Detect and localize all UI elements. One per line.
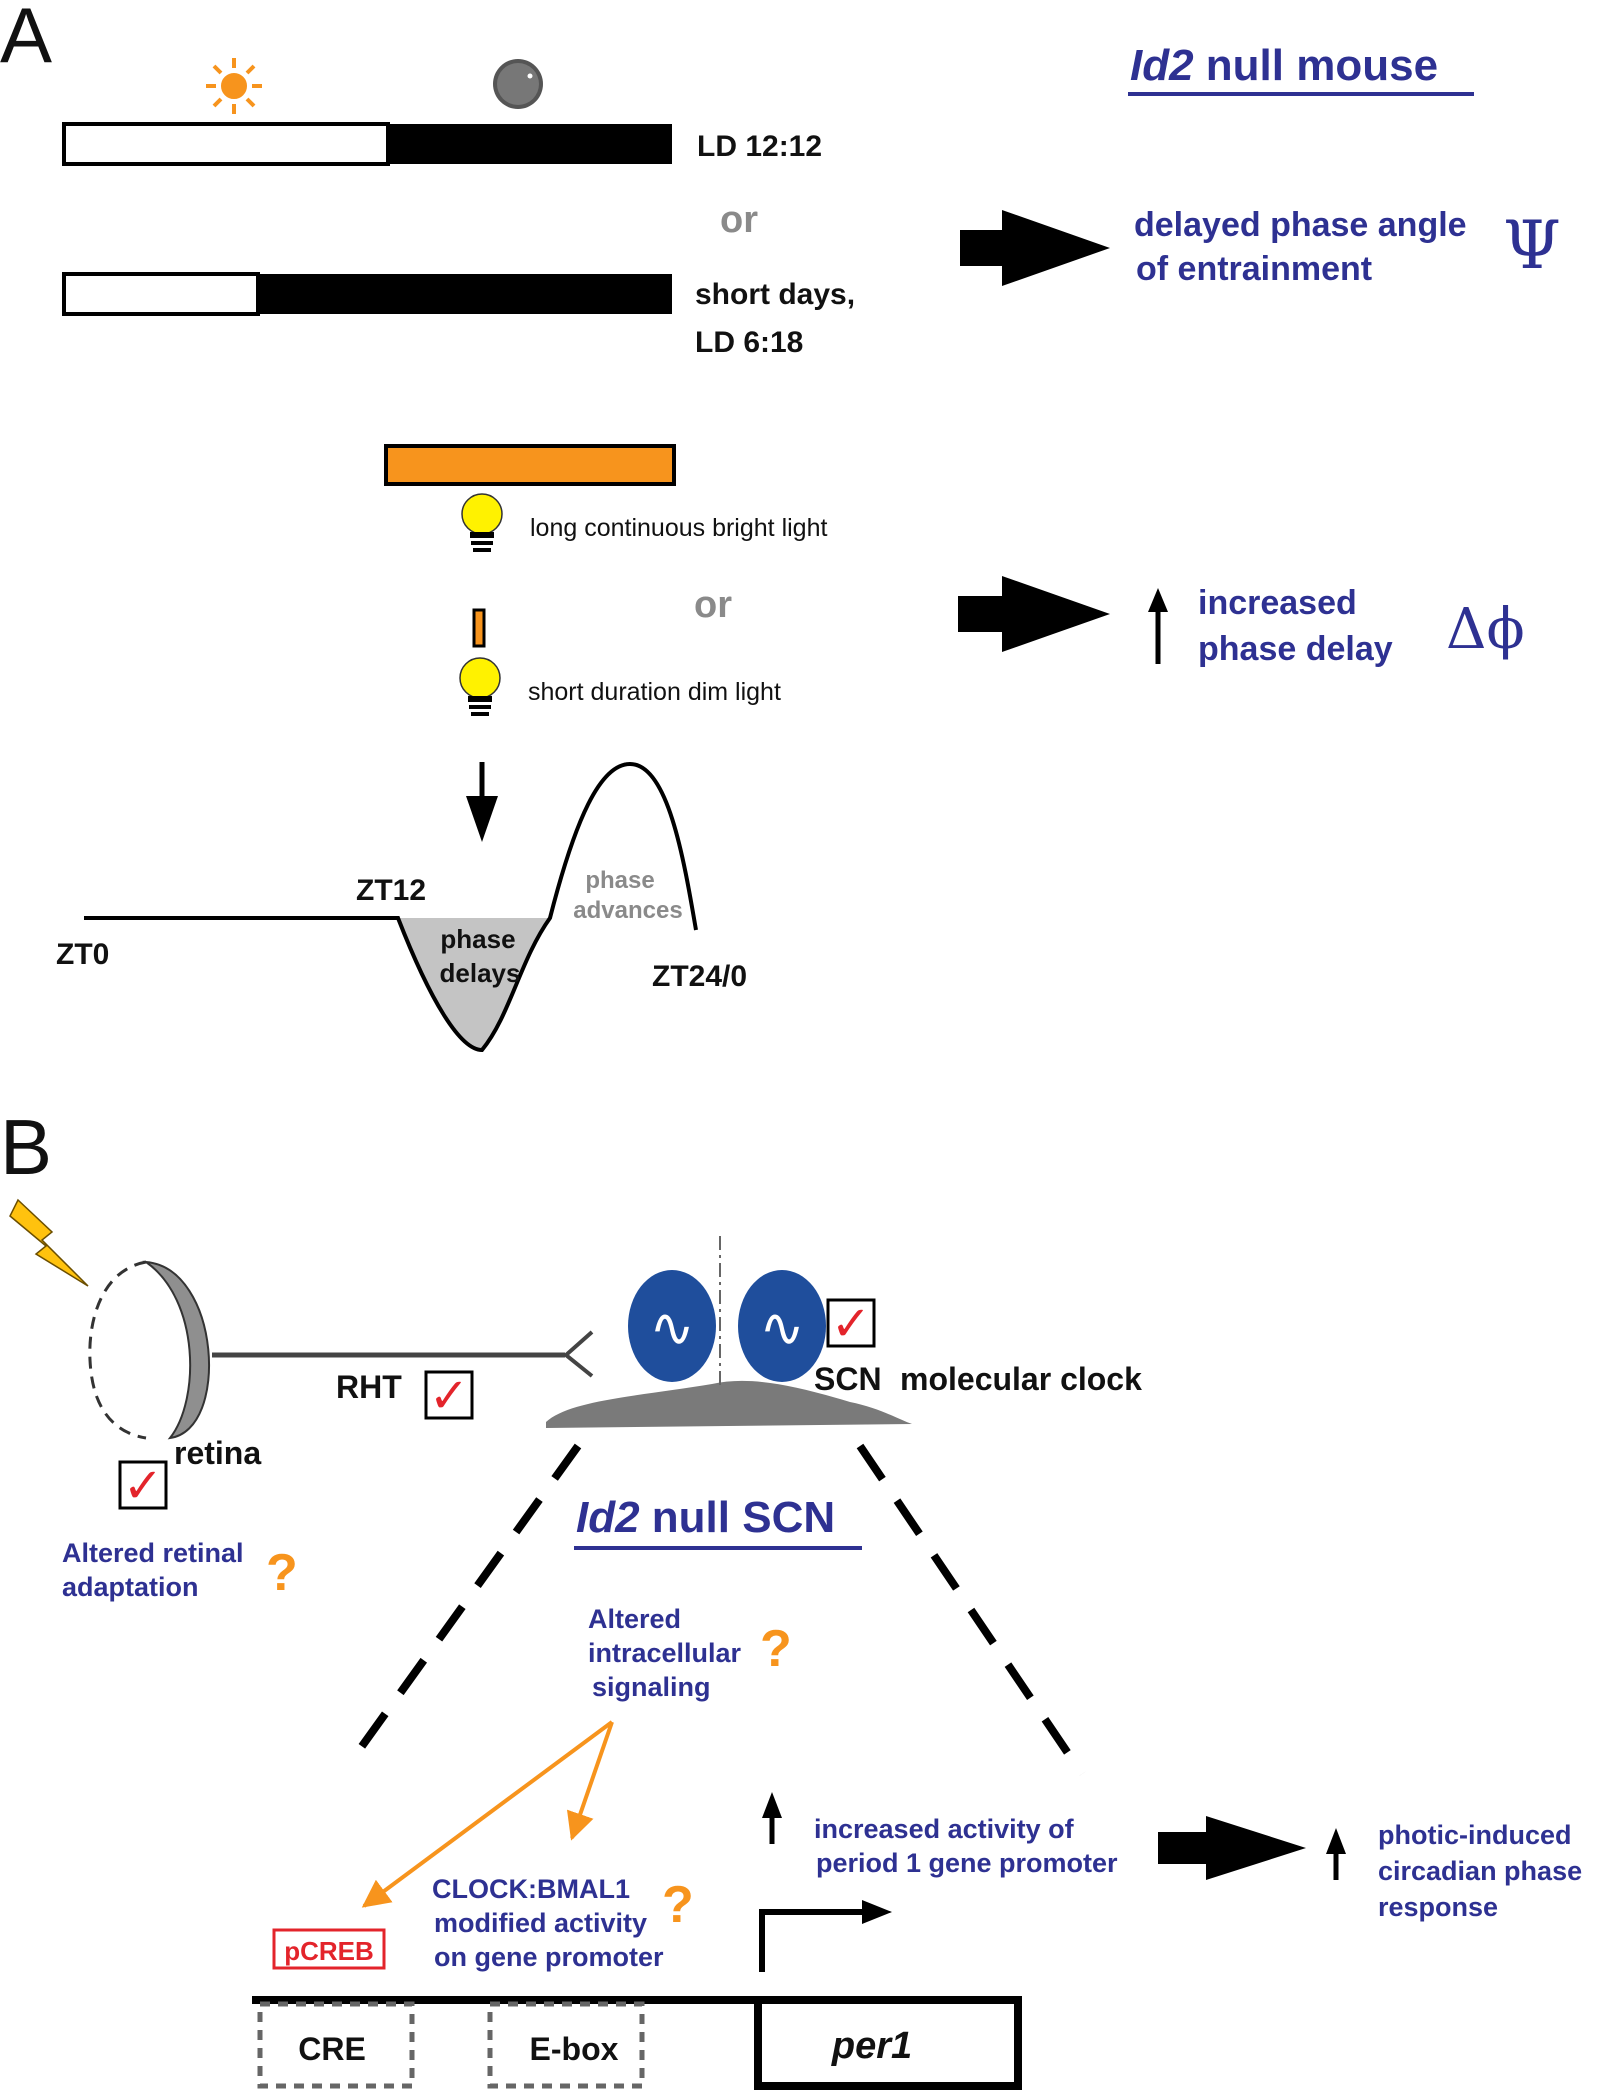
- cre-label: CRE: [298, 2031, 366, 2067]
- outcome-1-line1: delayed phase angle: [1134, 206, 1467, 244]
- clock-line2: modified activity: [434, 1908, 647, 1938]
- short-days-bar: [62, 272, 672, 316]
- or-label-1: or: [720, 199, 758, 241]
- retina-check-icon: ✓: [118, 1458, 168, 1514]
- subtitle-rest: null SCN: [640, 1493, 836, 1542]
- long-light-bar: [384, 444, 676, 486]
- rht-check-icon: ✓: [424, 1368, 474, 1424]
- delta-phi-symbol: Δϕ: [1446, 597, 1525, 662]
- arrow-to-outcome-1: [960, 210, 1110, 286]
- panel-a-letter: A: [0, 0, 52, 79]
- retinal-line2: adaptation: [62, 1572, 199, 1602]
- transcription-start-arrow: [759, 1909, 866, 1972]
- left-oscillator-icon: ∿: [649, 1296, 694, 1359]
- outcome-2-line1: increased: [1198, 584, 1357, 622]
- bulb-icon-2: [459, 657, 501, 716]
- rht-check-glyph: ✓: [429, 1368, 469, 1424]
- right-oscillator-icon: ∿: [759, 1296, 804, 1359]
- subtitle-gene-name: Id2: [576, 1493, 640, 1542]
- ebox-label: E-box: [530, 2031, 619, 2067]
- orange-arrow-to-pcreb: [361, 1720, 614, 1908]
- retina-eye-icon: [88, 1260, 211, 1440]
- title-gene-name: Id2: [1130, 41, 1194, 90]
- molecular-clock-label: molecular clock: [900, 1361, 1142, 1397]
- zoom-line-right: [856, 1443, 1086, 1777]
- up-arrow-icon-3: [1326, 1828, 1346, 1880]
- promoter-line2: period 1 gene promoter: [816, 1848, 1118, 1878]
- panel-b-letter: B: [0, 1103, 52, 1191]
- phase-delays-line1: phase: [440, 924, 515, 954]
- signaling-line2: intracellular: [588, 1638, 742, 1668]
- photic-line1: photic-induced: [1378, 1820, 1571, 1850]
- zt12-label: ZT12: [356, 874, 426, 907]
- or-label-2: or: [694, 584, 732, 626]
- retinal-line1: Altered retinal: [62, 1538, 244, 1568]
- sun-icon: [206, 58, 262, 114]
- signaling-line3: signaling: [592, 1672, 711, 1702]
- panel-a-title: Id2 null mouse: [1130, 41, 1438, 90]
- short-days-label-line2: LD 6:18: [695, 326, 803, 359]
- orange-arrow-to-clock: [566, 1721, 614, 1841]
- retinal-question-icon: ?: [266, 1544, 298, 1602]
- scn-check-glyph: ✓: [831, 1296, 871, 1352]
- zoom-line-left: [348, 1443, 582, 1763]
- lightning-icon: [9, 1198, 89, 1287]
- clock-question-icon: ?: [662, 1876, 694, 1934]
- short-days-label-line1: short days,: [695, 278, 855, 311]
- photic-line2: circadian phase: [1378, 1856, 1582, 1886]
- transcription-start-arrowhead: [862, 1900, 892, 1924]
- bulb-icon-1: [461, 493, 503, 552]
- retina-check-glyph: ✓: [123, 1458, 163, 1514]
- short-light-label: short duration dim light: [528, 678, 781, 706]
- arrow-to-outcome-2: [958, 576, 1110, 652]
- moon-icon: [493, 59, 543, 109]
- phase-advances-line2: advances: [573, 897, 682, 924]
- panel-a: A LD 12:12 or: [0, 0, 1561, 1053]
- long-light-label: long continuous bright light: [530, 514, 827, 542]
- ebox-element: [487, 2001, 645, 2089]
- pcreb-label: pCREB: [284, 1936, 374, 1966]
- outcome-2-line2: phase delay: [1198, 630, 1393, 668]
- scn-check-icon: ✓: [826, 1296, 876, 1352]
- short-light-bar: [472, 608, 486, 648]
- clock-line3: on gene promoter: [434, 1942, 664, 1972]
- up-arrow-icon-2: [762, 1792, 782, 1844]
- retina-label: retina: [174, 1435, 261, 1471]
- phase-advances-line1: phase: [585, 867, 654, 894]
- up-arrow-icon-1: [1148, 588, 1168, 664]
- phase-delays-line2: delays: [440, 958, 521, 988]
- ld-12-12-label: LD 12:12: [697, 130, 822, 163]
- down-arrow-icon: [466, 762, 498, 842]
- ld-12-12-bar: [62, 122, 672, 166]
- arrow-to-photic-response: [1158, 1816, 1306, 1880]
- outcome-1-line2: of entrainment: [1136, 250, 1372, 288]
- scn-left-nucleus: [628, 1270, 716, 1382]
- scn-right-nucleus: [738, 1270, 826, 1382]
- signaling-line1: Altered: [588, 1604, 681, 1634]
- per1-label: per1: [831, 2025, 912, 2067]
- panel-b-subtitle: Id2 null SCN: [576, 1493, 835, 1542]
- cre-element: [257, 2001, 415, 2089]
- pcreb-box: [272, 1928, 386, 1970]
- scn-tissue: [546, 1380, 912, 1428]
- rht-terminal: [562, 1330, 594, 1378]
- clock-line1: CLOCK:BMAL1: [432, 1874, 630, 1904]
- promoter-line1: increased activity of: [814, 1814, 1075, 1844]
- title-rest: null mouse: [1194, 41, 1438, 90]
- zt24-label: ZT24/0: [652, 960, 747, 993]
- psi-symbol: Ψ: [1503, 207, 1561, 284]
- per1-gene-box: [754, 1996, 1022, 2090]
- panel-b: B RHT ✓ retina ✓ Altered retinal adaptat…: [0, 1103, 1582, 2090]
- photic-line3: response: [1378, 1892, 1498, 1922]
- zt0-label: ZT0: [56, 938, 109, 971]
- phase-response-curve: [84, 761, 698, 1053]
- rht-label: RHT: [336, 1369, 402, 1405]
- scn-label: SCN: [814, 1361, 882, 1397]
- signaling-question-icon: ?: [760, 1620, 792, 1678]
